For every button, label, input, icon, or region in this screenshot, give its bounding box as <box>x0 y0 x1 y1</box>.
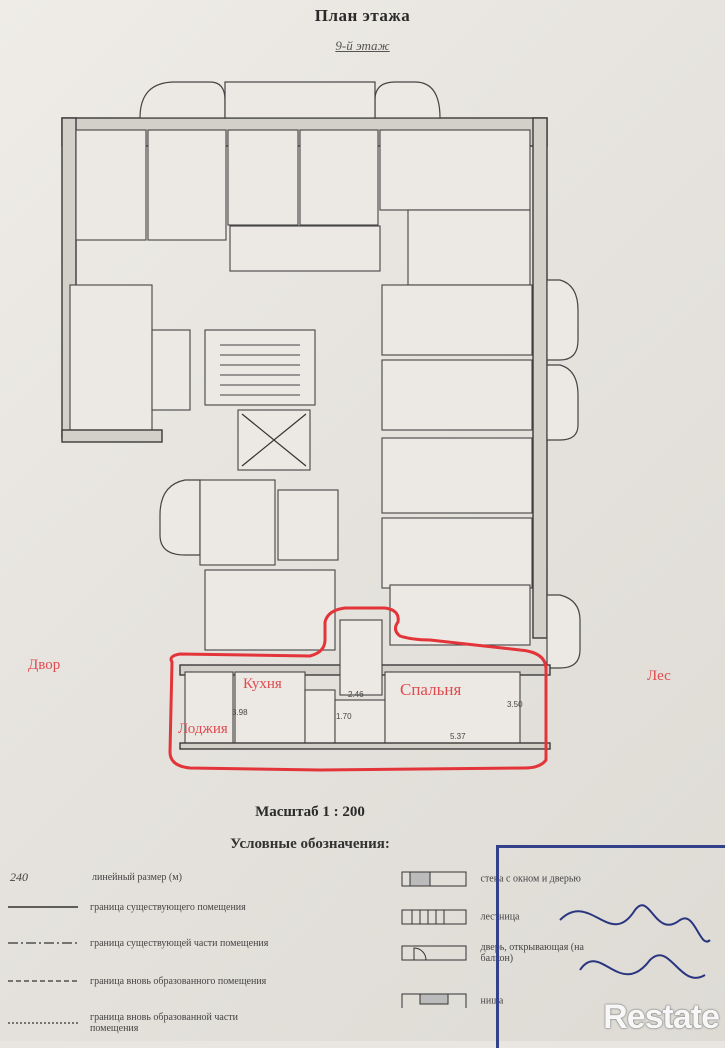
east-bay <box>546 364 579 441</box>
legend-right-item: лестница <box>400 906 519 928</box>
legend-line-dotted <box>8 1018 78 1029</box>
legend-right-item: стена с окном и дверью <box>400 868 581 890</box>
signature <box>559 904 711 979</box>
room <box>407 209 531 286</box>
legend-door-symbol <box>401 945 467 961</box>
legend-item: граница существующей части помещения <box>8 938 280 949</box>
dimension-hall: 1.70 <box>336 712 352 721</box>
north-bay-left <box>139 81 226 119</box>
legend-item: граница существующего помещения <box>8 902 280 913</box>
east-wall <box>532 117 548 639</box>
legend-item: граница вновь образованной части помещен… <box>8 1012 280 1034</box>
dimension-depth: 3.50 <box>507 700 523 709</box>
legend-stairs-symbol <box>401 909 467 925</box>
room <box>379 129 531 211</box>
legend-window-symbol <box>401 871 467 887</box>
stair-treads <box>220 344 300 396</box>
room <box>381 517 533 589</box>
legend-right-text: лестница <box>480 911 520 923</box>
room <box>151 329 191 411</box>
bedroom-room <box>384 671 521 745</box>
legend-item: граница вновь образованного помещения <box>8 976 280 987</box>
legend-item: 240 линейный размер (м) <box>8 870 282 885</box>
legend-niche-symbol <box>401 993 467 1008</box>
legend-symbol: 240 <box>10 870 28 884</box>
east-bay <box>546 594 581 669</box>
legend-text: граница существующего помещения <box>90 902 246 914</box>
room <box>204 569 336 651</box>
entry-corridor <box>339 619 383 696</box>
apartment-wall-south <box>179 742 551 750</box>
legend-right-item: ниша <box>400 990 503 1012</box>
yard-label: Двор <box>28 657 61 673</box>
west-bay <box>159 479 201 556</box>
legend-right-text: стена с окном и дверью <box>480 873 581 885</box>
loggia-label: Лоджия <box>178 721 228 737</box>
highlight-outline <box>168 606 548 772</box>
north-bay-mid <box>224 81 376 119</box>
room <box>199 479 276 566</box>
room <box>147 129 227 241</box>
legend-title: Условные обозначения: <box>230 836 390 852</box>
legend-right-text: ниша <box>480 995 504 1007</box>
room <box>389 584 531 646</box>
forest-label: Лес <box>647 668 671 684</box>
legend-text: граница вновь образованного помещения <box>90 976 267 988</box>
legend-text: граница вновь образованной части помещен… <box>90 1012 239 1034</box>
dimension-kitchen: 3.98 <box>232 708 248 717</box>
room <box>75 129 147 241</box>
bedroom-label: Спальня <box>400 680 462 699</box>
room <box>381 284 533 356</box>
east-bay <box>546 279 579 361</box>
wall-segment <box>61 429 163 443</box>
north-bay-right <box>374 81 441 119</box>
room <box>69 284 153 436</box>
blue-stamp <box>496 845 725 1048</box>
legend-text: граница существующей части помещения <box>90 938 269 950</box>
legend-line-dashdot <box>8 938 78 949</box>
room <box>277 489 339 561</box>
dimension-width: 2.46 <box>348 690 364 699</box>
room <box>229 225 381 272</box>
bathroom <box>304 689 336 745</box>
room <box>381 359 533 431</box>
floor-label: 9-й этаж <box>335 38 390 53</box>
page-title: План этажа <box>314 6 411 25</box>
legend-text: линейный размер (м) <box>92 872 182 883</box>
legend-line-dashed <box>8 976 78 987</box>
hallway <box>334 699 386 745</box>
loggia-room <box>184 671 234 745</box>
legend-line-solid <box>8 902 78 913</box>
room <box>381 437 533 514</box>
room <box>227 129 299 226</box>
kitchen-label: Кухня <box>243 676 282 692</box>
room <box>299 129 379 226</box>
dimension-bedroom: 5.37 <box>450 732 466 741</box>
stairwell <box>204 329 316 406</box>
scale-label: Масштаб 1 : 200 <box>255 804 365 820</box>
restate-watermark: Restate <box>603 998 720 1036</box>
